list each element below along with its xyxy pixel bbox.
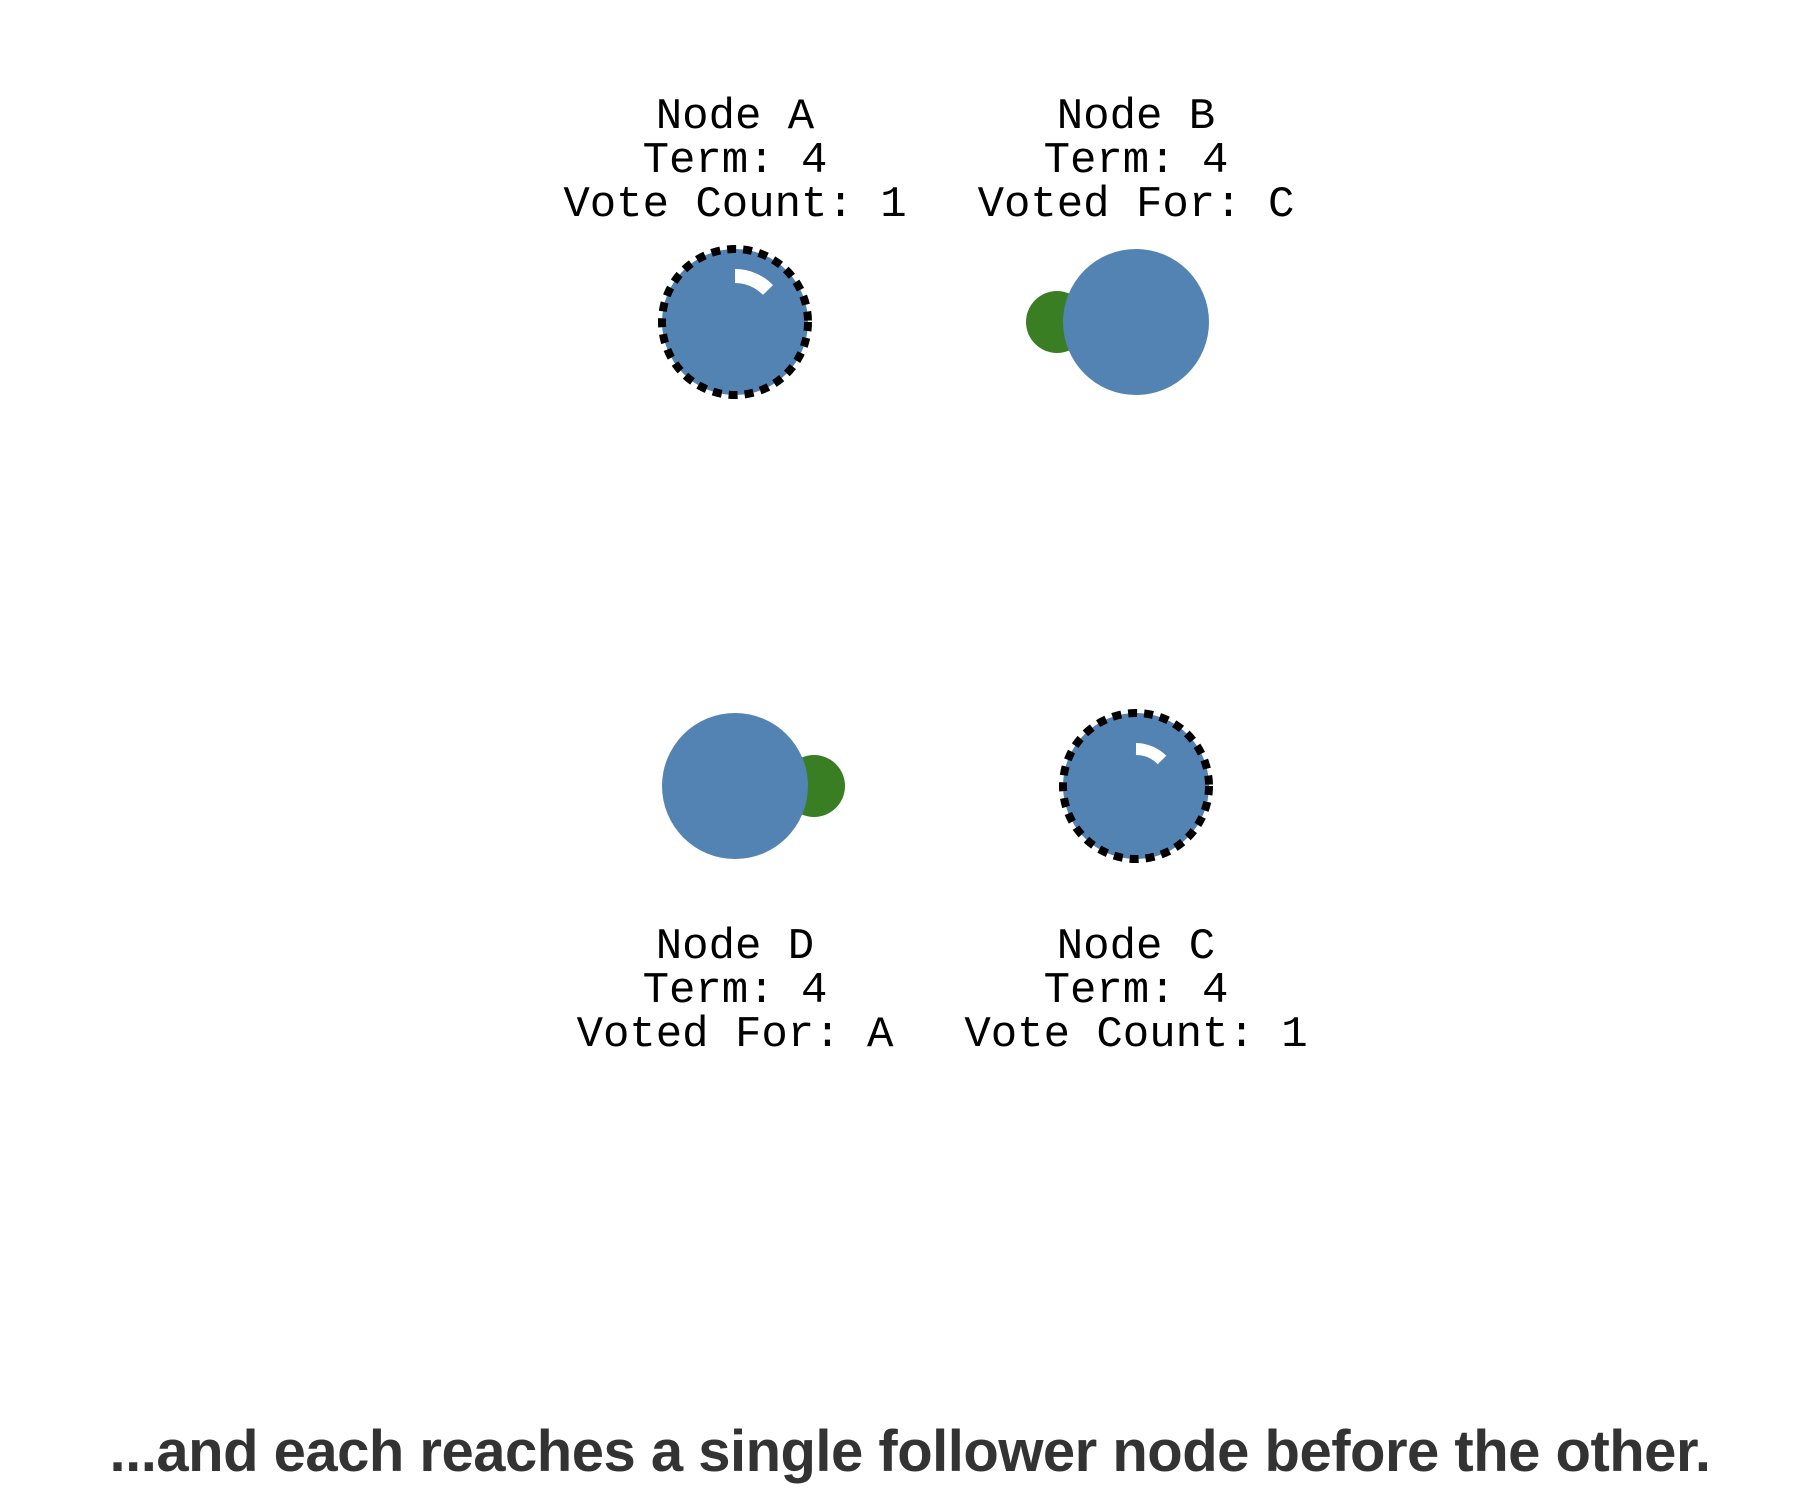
node-a-candidate-ring: [658, 245, 812, 399]
node-b-circle: [1063, 249, 1209, 395]
node-a[interactable]: Node A Term: 4 Vote Count: 1: [563, 92, 907, 399]
node-a-name: Node A: [656, 92, 815, 142]
node-a-term: Term: 4: [643, 136, 828, 186]
node-b-name: Node B: [1057, 92, 1215, 142]
node-d[interactable]: Node D Term: 4 Voted For: A: [577, 713, 894, 1060]
node-b-term: Term: 4: [1044, 136, 1229, 186]
election-timer-icon: [734, 269, 774, 296]
node-c-name: Node C: [1057, 922, 1215, 972]
node-d-name: Node D: [656, 922, 814, 972]
node-c-circle: [1063, 713, 1209, 859]
caption: ...and each reaches a single follower no…: [109, 1419, 1711, 1484]
node-c-term: Term: 4: [1044, 966, 1229, 1016]
node-b-voted-for: Voted For: C: [978, 180, 1295, 230]
node-a-vote-count: Vote Count: 1: [563, 180, 906, 230]
node-c[interactable]: Node C Term: 4 Vote Count: 1: [964, 709, 1308, 1060]
election-timer-icon: [1135, 743, 1167, 765]
node-b[interactable]: Node B Term: 4 Voted For: C: [978, 92, 1295, 395]
node-d-term: Term: 4: [643, 966, 828, 1016]
node-d-circle: [662, 713, 808, 859]
node-c-vote-count: Vote Count: 1: [964, 1010, 1307, 1060]
node-d-voted-for: Voted For: A: [577, 1010, 894, 1060]
node-c-candidate-ring: [1059, 709, 1213, 863]
